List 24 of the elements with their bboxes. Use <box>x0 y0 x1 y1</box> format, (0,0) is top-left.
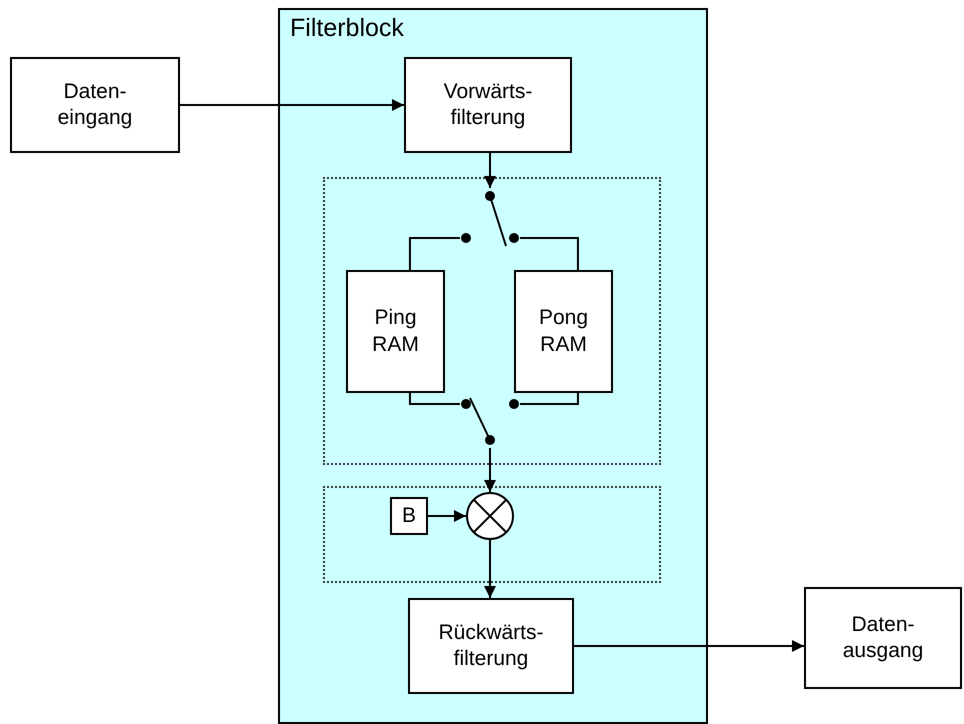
process-box: Rückwärts- filterung <box>408 598 574 694</box>
switch-symbol <box>460 398 520 448</box>
process-box: Daten- eingang <box>10 57 180 153</box>
connector-line <box>520 393 579 405</box>
panel-title: Filterblock <box>290 14 404 43</box>
process-box: Vorwärts- filterung <box>404 57 572 153</box>
dotted-group-box <box>323 486 661 583</box>
arrow <box>484 448 496 492</box>
arrow <box>428 510 466 522</box>
multiplier-symbol <box>466 492 514 540</box>
switch-symbol <box>460 188 520 246</box>
dotted-group-box <box>323 177 661 465</box>
arrow <box>484 540 496 598</box>
connector-line <box>408 237 460 270</box>
connector-line <box>520 237 579 270</box>
process-box: Ping RAM <box>346 270 445 393</box>
arrow <box>180 99 404 111</box>
arrow <box>484 153 496 188</box>
connector-line <box>408 393 460 405</box>
process-box: Pong RAM <box>514 270 613 393</box>
process-box: Daten- ausgang <box>804 587 962 689</box>
arrow <box>574 640 804 652</box>
filter-block-panel <box>278 8 708 724</box>
process-box: B <box>390 497 428 535</box>
